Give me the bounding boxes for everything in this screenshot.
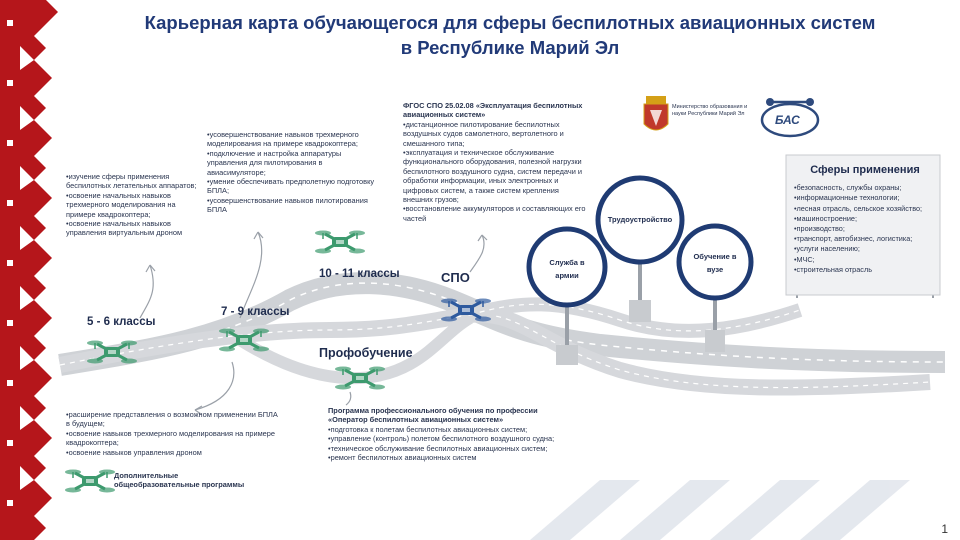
title-line-1: Карьерная карта обучающегося для сферы б… [144, 12, 876, 33]
page-title: Карьерная карта обучающегося для сферы б… [60, 10, 960, 60]
stage-label-5-6: 5 - 6 классы [87, 316, 156, 328]
circle-employment [595, 175, 685, 265]
stage-label-7-9: 7 - 9 классы [221, 306, 290, 318]
fgos-title: ФГОС СПО 25.02.08 «Эксплуатация беспилот… [403, 101, 583, 120]
arrows [139, 231, 488, 415]
list-item: •изучение сферы применения беспилотных л… [66, 172, 197, 191]
arrow-icon [239, 231, 263, 319]
list-item: •освоение начальных навыков трехмерного … [66, 190, 176, 219]
watermark [530, 480, 910, 540]
list-item: •транспорт, автобизнес, логистика; [794, 234, 913, 244]
list-item: •услуги населению; [794, 244, 860, 254]
list-item: •освоение начальных навыков управления в… [66, 219, 183, 238]
list-additional: •расширение представления о возможном пр… [66, 410, 281, 457]
prof-program-title: Программа профессионального обучения по … [328, 406, 538, 425]
road-network [58, 272, 946, 396]
page-number: 1 [941, 522, 948, 536]
list-item: •ремонт беспилотных авиационных систем [328, 453, 477, 463]
list-item: •управление (контроль) полетом беспилотн… [328, 434, 555, 444]
list-item: •восстановление аккумуляторов и составля… [403, 204, 586, 223]
list-item: •освоение навыков управления дроном [66, 447, 202, 457]
list-item: •машиностроение; [794, 213, 858, 223]
prof-program-block: Программа профессионального обучения по … [328, 406, 578, 462]
list-item: •освоение навыков трехмерного моделирова… [66, 428, 275, 448]
drone-icon [63, 468, 117, 494]
circle-label-employment: Трудоустройство [607, 215, 673, 224]
bas-logo-icon [760, 98, 820, 138]
ministry-label: Министерство образования и науки Республ… [672, 104, 748, 117]
arrow-icon [194, 361, 235, 411]
list-5-6: •изучение сферы применения беспилотных л… [66, 172, 206, 238]
list-item: •лесная отрасль, сельское хозяйство; [794, 203, 923, 213]
stage-label-prof: Профобучение [319, 346, 413, 360]
list-item: •эксплуатация и техническое обслуживание… [403, 148, 583, 205]
arrow-icon [139, 264, 154, 319]
legend-label: Дополнительные общеобразовательные прогр… [114, 471, 245, 490]
list-7-9: •усовершенствование навыков трехмерного … [207, 130, 382, 215]
outcome-circles [526, 175, 754, 365]
circle-label-university: Обучение в вузе [693, 252, 737, 274]
title-line-2: в Республике Марий Эл [400, 37, 620, 58]
list-item: •умение обеспечивать предполетную подгот… [207, 177, 375, 196]
list-item: •дистанционное пилотирование беспилотных… [403, 119, 564, 148]
circle-label-army: Служба в армии [549, 258, 585, 280]
list-item: •расширение представления о возможном пр… [66, 410, 278, 429]
spheres-panel: Сферы применения •безопасность, службы о… [794, 164, 936, 275]
spheres-title: Сферы применения [810, 164, 920, 176]
circle-university [676, 223, 754, 301]
arrow-icon [469, 234, 485, 273]
arrow-icon [345, 391, 352, 406]
list-item: •техническое обслуживание беспилотных ав… [328, 443, 548, 453]
stage-label-spo: СПО [441, 270, 470, 285]
list-item: •МЧС; [794, 254, 815, 264]
list-item: •производство; [794, 224, 845, 234]
list-item: •информационные технологии; [794, 193, 900, 203]
list-item: •подключение и настройка аппаратуры упра… [207, 148, 342, 177]
coat-of-arms-icon [643, 96, 669, 131]
list-item: •усовершенствование навыков трехмерного … [207, 130, 359, 149]
drone-icon [313, 229, 367, 255]
list-item: •безопасность, службы охраны; [794, 183, 902, 193]
bas-logo-text: БАС [775, 113, 800, 127]
list-item: •усовершенствование навыков пилотировани… [207, 195, 368, 215]
spheres-board [785, 154, 941, 298]
circle-army [526, 226, 608, 308]
stage-label-10-11: 10 - 11 классы [319, 268, 400, 280]
list-item: •подготовка к полетам беспилотных авиаци… [328, 424, 528, 434]
list-item: •строительная отрасль [794, 264, 873, 274]
ornament-border [0, 0, 58, 540]
fgos-block: ФГОС СПО 25.02.08 «Эксплуатация беспилот… [403, 101, 588, 223]
